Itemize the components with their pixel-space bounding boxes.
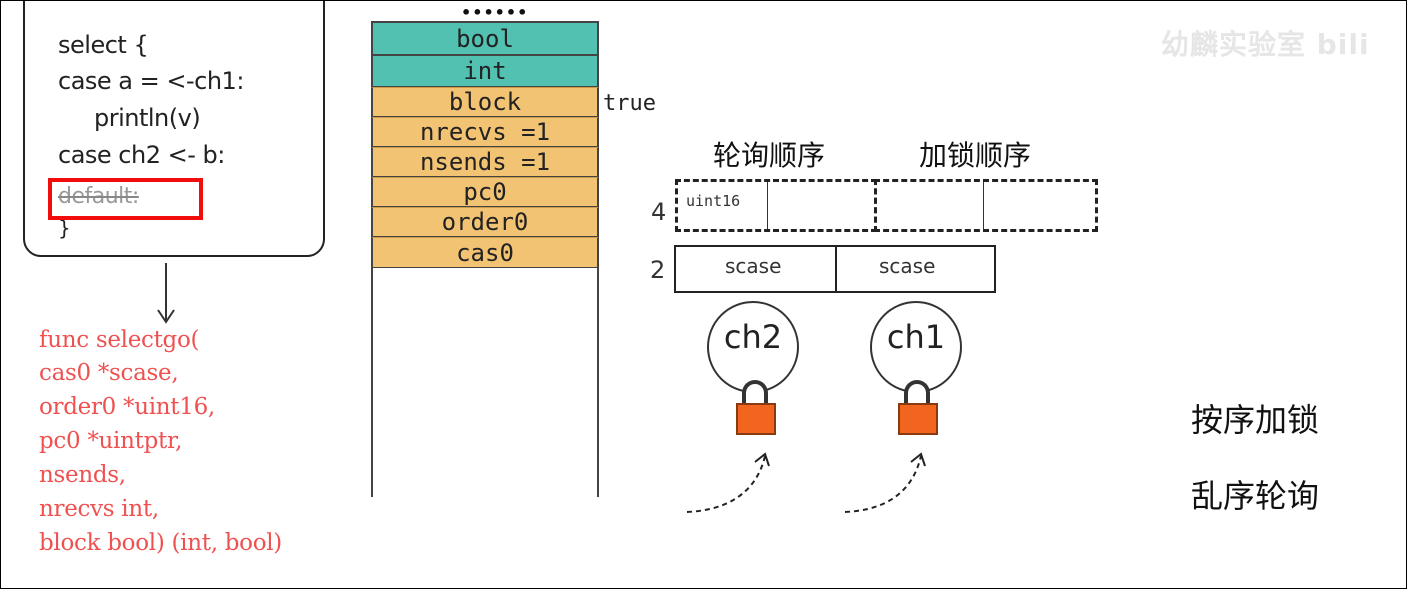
stack-cell-empty xyxy=(371,298,599,329)
stack-cell-empty xyxy=(371,328,599,359)
lock-icon xyxy=(736,403,776,435)
scase-label-0: scase xyxy=(725,254,782,278)
func-line-4: nsends, xyxy=(39,462,126,488)
func-line-1: cas0 *scase, xyxy=(39,360,179,386)
stack-more-marker: •••••• xyxy=(461,3,529,22)
array-divider xyxy=(767,182,768,229)
stack-cell-empty xyxy=(371,418,599,449)
code-line-println: println(v) xyxy=(94,104,201,132)
curved-arrow-icon xyxy=(686,452,770,513)
array-divider xyxy=(983,182,984,229)
func-line-5: nrecvs int, xyxy=(39,496,159,522)
scase-label-1: scase xyxy=(879,254,936,278)
compile-arrow-line xyxy=(165,263,167,321)
lock-icon xyxy=(898,403,938,435)
lock-shackle xyxy=(742,380,768,404)
scase-array-size: 2 xyxy=(650,256,666,284)
stack-cell-nsends: nsends =1 xyxy=(371,147,599,178)
note-lock-in-order: 按序加锁 xyxy=(1191,401,1320,439)
code-line-case-send: case ch2 <- b: xyxy=(58,141,225,169)
lock-order-array xyxy=(874,179,1098,232)
stack-cell-bool: bool xyxy=(371,21,599,56)
select-code-card xyxy=(23,1,325,257)
stack-cell-empty xyxy=(371,448,599,479)
curved-arrow-icon xyxy=(844,452,926,513)
stack-cell-empty xyxy=(371,268,599,299)
func-line-2: order0 *uint16, xyxy=(39,394,215,420)
channel-ch2: ch2 xyxy=(707,301,799,393)
heading-poll-order: 轮询顺序 xyxy=(713,139,826,172)
stack-cell-empty xyxy=(371,388,599,419)
order-elem-type: uint16 xyxy=(686,192,741,210)
default-highlight-box xyxy=(48,178,203,220)
stack-cell-int: int xyxy=(371,54,599,88)
goroutine-stack: bool int block nrecvs =1 nsends =1 pc0 o… xyxy=(371,1,599,497)
stack-cell-cas0: cas0 xyxy=(371,237,599,269)
channel-ch1: ch1 xyxy=(870,301,962,393)
stack-cell-nrecvs: nrecvs =1 xyxy=(371,117,599,148)
code-line-case-recv: case a = <-ch1: xyxy=(58,67,244,95)
stack-cell-pc0: pc0 xyxy=(371,177,599,208)
code-line-default: default: xyxy=(58,184,139,209)
stack-cell-block: block xyxy=(371,87,599,118)
watermark-logo: 幼麟实验室 bili xyxy=(1161,28,1370,61)
code-line-select: select { xyxy=(58,31,149,59)
stack-cell-empty xyxy=(371,478,599,497)
stack-cell-order0: order0 xyxy=(371,207,599,238)
lock-shackle xyxy=(904,380,930,404)
func-line-3: pc0 *uintptr, xyxy=(39,428,183,454)
stack-cell-empty xyxy=(371,358,599,389)
block-value-label: true xyxy=(603,91,656,116)
note-poll-random: 乱序轮询 xyxy=(1191,477,1320,515)
heading-lock-order: 加锁顺序 xyxy=(919,139,1032,172)
func-line-0: func selectgo( xyxy=(39,327,200,353)
scase-cell-1 xyxy=(835,245,996,293)
code-line-close-brace: } xyxy=(58,216,71,240)
arrow-down-icon xyxy=(157,309,175,324)
func-line-6: block bool) (int, bool) xyxy=(39,530,282,556)
order-array-size: 4 xyxy=(651,198,667,226)
